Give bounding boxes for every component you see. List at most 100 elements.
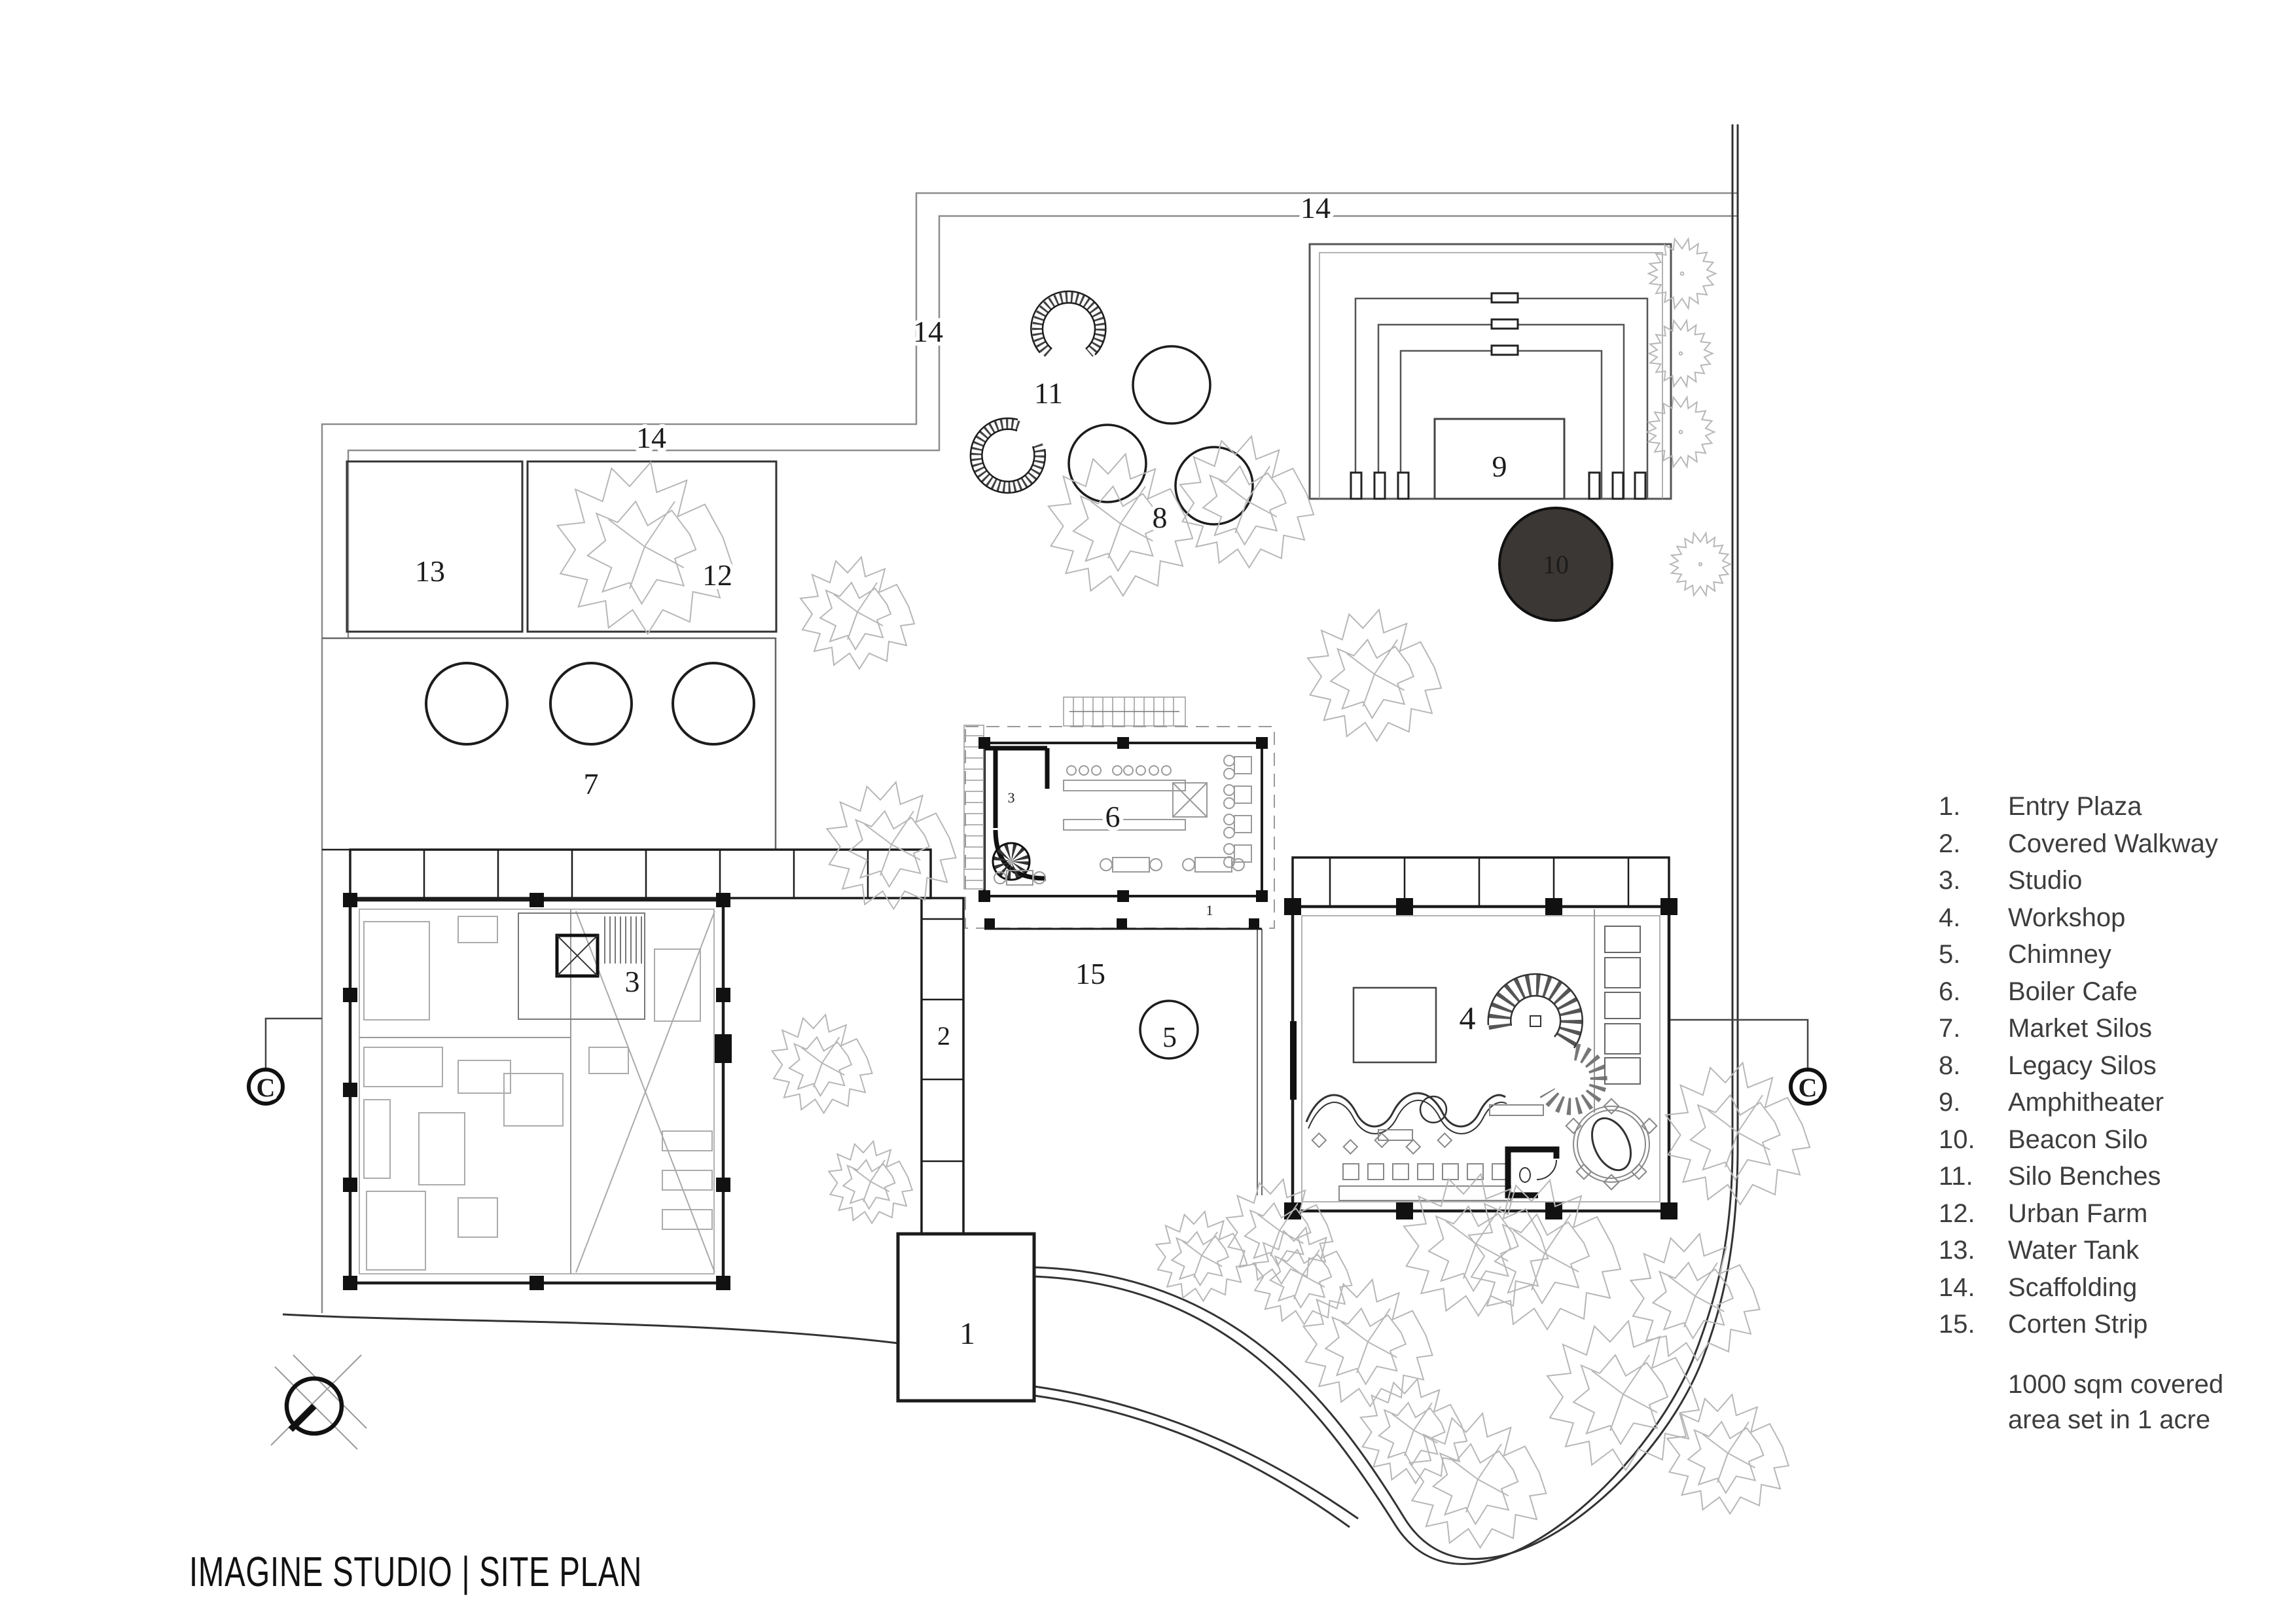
- market-silo-1: [425, 662, 509, 746]
- beacon-silo: [1498, 507, 1613, 622]
- legend-item-number: 4.: [1939, 903, 1961, 932]
- legend-item: 8. Legacy Silos: [1939, 1047, 2218, 1085]
- label-scaffolding-top: 14: [1300, 191, 1331, 225]
- workshop-spiral-inner: [1510, 995, 1562, 1038]
- label-urban-farm: 12: [702, 558, 732, 592]
- trees-conifer: [1646, 238, 1731, 596]
- legend-item-label: Scaffolding: [2008, 1272, 2138, 1302]
- label-beacon-silo: 10: [1543, 550, 1569, 579]
- label-section-left: C: [257, 1073, 276, 1102]
- label-scaffolding-left: 14: [913, 315, 943, 348]
- workshop-round-lounge: [1565, 1098, 1658, 1191]
- silo-benches: [969, 290, 1107, 494]
- entry-plaza: [896, 1232, 1036, 1403]
- cafe-thick-walls: [984, 746, 1050, 881]
- water-tank-outline: [346, 460, 524, 633]
- legend-item-label: Market Silos: [2008, 1014, 2153, 1043]
- legend-item-number: 15.: [1939, 1310, 1975, 1339]
- beacon-silo-circle: [1498, 507, 1613, 622]
- legend-item: 4. Workshop: [1939, 899, 2218, 937]
- silo-bench-low-hatch: [971, 419, 1045, 493]
- legend-item-label: Legacy Silos: [2008, 1051, 2157, 1080]
- legend-item-label: Urban Farm: [2008, 1199, 2148, 1228]
- label-legacy-silos: 8: [1153, 501, 1168, 534]
- label-studio: 3: [625, 965, 640, 998]
- studio-partition: [359, 909, 571, 1274]
- legacy-silo-1: [1132, 345, 1211, 425]
- north-arrow-needle: [288, 1403, 317, 1432]
- legend-item-label: Covered Walkway: [2008, 829, 2218, 858]
- legend-item-number: 11.: [1939, 1162, 1973, 1191]
- boiler-cafe-building: [963, 696, 1275, 930]
- cafe-spiral-stair: [992, 842, 1031, 881]
- label-corten-strip: 15: [1075, 957, 1105, 990]
- legend-item-label: Workshop: [2008, 903, 2126, 932]
- label-workshop: 4: [1460, 1000, 1476, 1036]
- legend-item: 9. Amphitheater: [1939, 1084, 2218, 1121]
- legacy-silos: [1067, 345, 1254, 526]
- walkway-band-left-dividers: [423, 850, 869, 898]
- studio-furniture: [363, 916, 713, 1271]
- scaffolding-boundary: [321, 192, 1738, 1313]
- cafe-exterior-stairs: [963, 696, 1186, 890]
- north-arrow: [270, 1354, 367, 1450]
- legend-item-number: 8.: [1939, 1051, 1961, 1080]
- workshop-spiral-stair: [1487, 973, 1607, 1115]
- legend-item-number: 2.: [1939, 829, 1961, 858]
- label-amphitheater: 9: [1492, 450, 1507, 483]
- legend-item-label: Amphitheater: [2008, 1088, 2164, 1117]
- label-cafe-room: 3: [1008, 789, 1015, 806]
- workshop-building: [1284, 898, 1677, 1219]
- label-walkway: 2: [937, 1021, 950, 1051]
- legend-item-number: 3.: [1939, 866, 1961, 895]
- urban-farm-outline: [526, 460, 778, 633]
- legend-item-number: 9.: [1939, 1088, 1961, 1117]
- legend-item: 10.Beacon Silo: [1939, 1121, 2218, 1159]
- amphitheater-steps: [1490, 292, 1519, 356]
- silo-bench-low-inner: [981, 428, 1035, 482]
- boundary-inner-line: [347, 215, 1738, 638]
- section-markers: [247, 1017, 1827, 1106]
- silo-bench-top-inner: [1041, 302, 1096, 350]
- cafe-dashed-overhang: [965, 726, 1275, 929]
- legend-item: 3.Studio: [1939, 862, 2218, 899]
- walkway-band-right: [1291, 856, 1670, 908]
- corten-right-edge: [1257, 929, 1263, 1195]
- legend-item: 14.Scaffolding: [1939, 1269, 2218, 1307]
- walkway-strip-dividers: [922, 918, 963, 1163]
- legend-item-number: 1.: [1939, 792, 1961, 821]
- legend-item: 12.Urban Farm: [1939, 1195, 2218, 1233]
- legend-item: 2. Covered Walkway: [1939, 825, 2218, 863]
- legend-item-label: Boiler Cafe: [2008, 977, 2138, 1006]
- walkway-strip-vertical: [920, 897, 965, 1235]
- water-tank: [346, 460, 524, 633]
- legend-item-label: Corten Strip: [2008, 1310, 2148, 1339]
- workshop-spiral-hatch: [1488, 973, 1583, 1051]
- market-silo-2: [549, 662, 633, 746]
- legend-item-label: Entry Plaza: [2008, 792, 2142, 821]
- north-arrow-crosslines: [270, 1354, 367, 1450]
- label-market-silos: 7: [584, 767, 599, 801]
- amphitheater-column-bases: [1350, 471, 1647, 500]
- legend-item-label: Silo Benches: [2008, 1162, 2161, 1191]
- entry-plaza-outline: [896, 1232, 1036, 1403]
- workshop-square-room: [1352, 986, 1437, 1064]
- amphitheater-outer-offset: [1319, 252, 1663, 499]
- section-marker-right-circle: [1789, 1068, 1827, 1106]
- amphitheater-stage: [1433, 418, 1566, 500]
- legend-item: 6.Boiler Cafe: [1939, 973, 2218, 1011]
- workshop-wc: [1505, 1146, 1560, 1199]
- label-porch-grid: 1: [1206, 902, 1213, 918]
- road-upper-inner: [1033, 124, 1734, 1565]
- label-entry-plaza: 1: [960, 1316, 975, 1351]
- amphitheater-outer: [1308, 243, 1672, 500]
- road-lower-outer: [1033, 1385, 1359, 1520]
- urban-farm: [526, 460, 778, 633]
- workshop-curvy-desk: [1305, 1092, 1507, 1134]
- workshop-furniture: [1311, 926, 1641, 1201]
- label-boiler-cafe: 6: [1105, 800, 1121, 833]
